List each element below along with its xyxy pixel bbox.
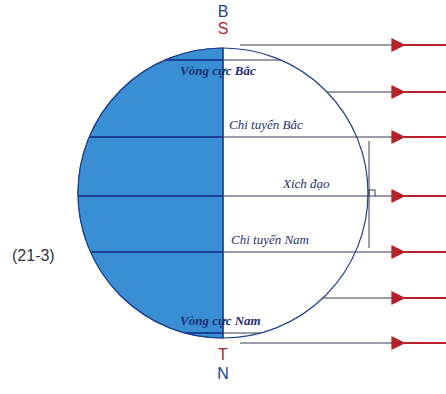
pole-letter: S xyxy=(218,20,229,38)
sun-ray-arrows xyxy=(404,45,446,343)
earth-outline xyxy=(78,48,368,338)
pole-letter: B xyxy=(218,3,229,21)
latitude-label: Vòng cực Nam xyxy=(180,314,261,328)
figure-number: (21-3) xyxy=(12,247,55,265)
latitude-label: Chi tuyến Bắc xyxy=(229,118,303,132)
sun-ray-lines xyxy=(240,45,398,343)
latitude-lines-day xyxy=(223,60,368,333)
latitude-label: Chi tuyến Nam xyxy=(231,233,309,247)
latitude-lines-night xyxy=(78,60,223,333)
right-angle-mark xyxy=(369,190,375,196)
latitude-label: Vòng cực Bắc xyxy=(180,64,256,78)
axis-line xyxy=(222,48,223,338)
night-side xyxy=(78,48,223,338)
pole-letter: N xyxy=(217,365,229,383)
latitude-label: Xich đạo xyxy=(283,177,330,191)
pole-letter: T xyxy=(218,346,228,364)
